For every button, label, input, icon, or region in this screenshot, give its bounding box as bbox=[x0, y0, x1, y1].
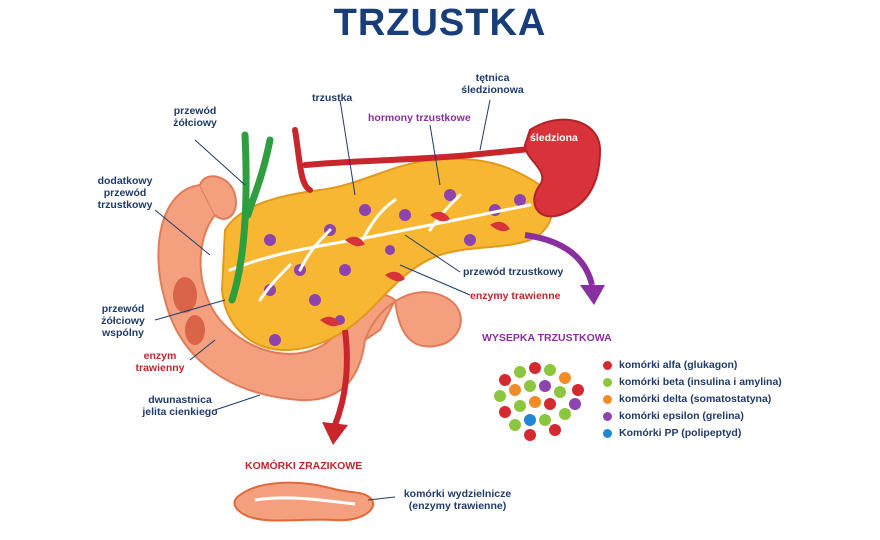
duodenum-shape bbox=[157, 175, 462, 402]
legend-item: Komórki PP (polipeptyd) bbox=[603, 426, 741, 440]
acinar-arrow bbox=[332, 329, 350, 427]
label-pancreas: trzustka bbox=[312, 92, 353, 104]
splenic-artery-shape bbox=[292, 127, 543, 193]
label-digestive-enzymes: enzymy trawienne bbox=[470, 290, 561, 302]
acinar-arrowhead bbox=[322, 422, 348, 445]
label-islet-title: WYSEPKA TRZUSTKOWA bbox=[482, 332, 612, 344]
legend-dot bbox=[603, 428, 612, 438]
legend-item: komórki epsilon (grelina) bbox=[603, 409, 744, 423]
islet-arrow bbox=[524, 232, 595, 286]
label-common-bile-duct: przewód żółciowy wspólny bbox=[101, 303, 145, 339]
pancreas-ducts bbox=[228, 193, 532, 302]
label-duodenum: dwunastnica jelita cienkiego bbox=[142, 394, 218, 418]
label-accessory-duct: dodatkowy przewód trzustkowy bbox=[97, 175, 153, 211]
legend-label: Komórki PP (polipeptyd) bbox=[619, 427, 742, 439]
spleen-shape bbox=[523, 118, 602, 218]
label-secretory-cells: komórki wydzielnicze (enzymy trawienne) bbox=[403, 488, 512, 512]
legend-dot bbox=[603, 411, 612, 421]
label-pancreatic-duct: przewód trzustkowy bbox=[463, 266, 564, 278]
acinar-cells bbox=[233, 481, 375, 522]
legend-label: komórki epsilon (grelina) bbox=[619, 410, 744, 422]
legend-label: komórki alfa (glukagon) bbox=[619, 359, 738, 371]
legend-label: komórki delta (somatostatyna) bbox=[619, 393, 772, 405]
legend-item: komórki delta (somatostatyna) bbox=[603, 392, 771, 406]
label-digestive-enzyme-left: enzym trawienny bbox=[135, 350, 185, 374]
label-splenic-artery: tętnica śledzionowa bbox=[461, 72, 524, 96]
leader-lines bbox=[154, 99, 491, 501]
diagram-title: TRZUSTKA bbox=[333, 2, 547, 44]
legend-item: komórki alfa (glukagon) bbox=[603, 358, 737, 372]
label-spleen: śledziona bbox=[530, 132, 578, 144]
islet-arrowhead bbox=[580, 285, 605, 305]
islet-cluster bbox=[494, 362, 584, 441]
legend-dot bbox=[603, 377, 612, 387]
label-acinar-title: KOMÓRKI ZRAZIKOWE bbox=[245, 460, 363, 472]
label-bile-duct: przewód żółciowy bbox=[173, 105, 217, 129]
pancreas-shape bbox=[220, 157, 554, 352]
label-pancreatic-hormones: hormony trzustkowe bbox=[368, 112, 471, 124]
legend-dot bbox=[603, 360, 612, 370]
legend-dot bbox=[603, 394, 612, 404]
bile-duct-shape bbox=[228, 131, 274, 304]
legend-item: komórki beta (insulina i amylina) bbox=[603, 375, 782, 389]
legend-label: komórki beta (insulina i amylina) bbox=[619, 376, 782, 388]
enzyme-blobs bbox=[320, 211, 510, 327]
